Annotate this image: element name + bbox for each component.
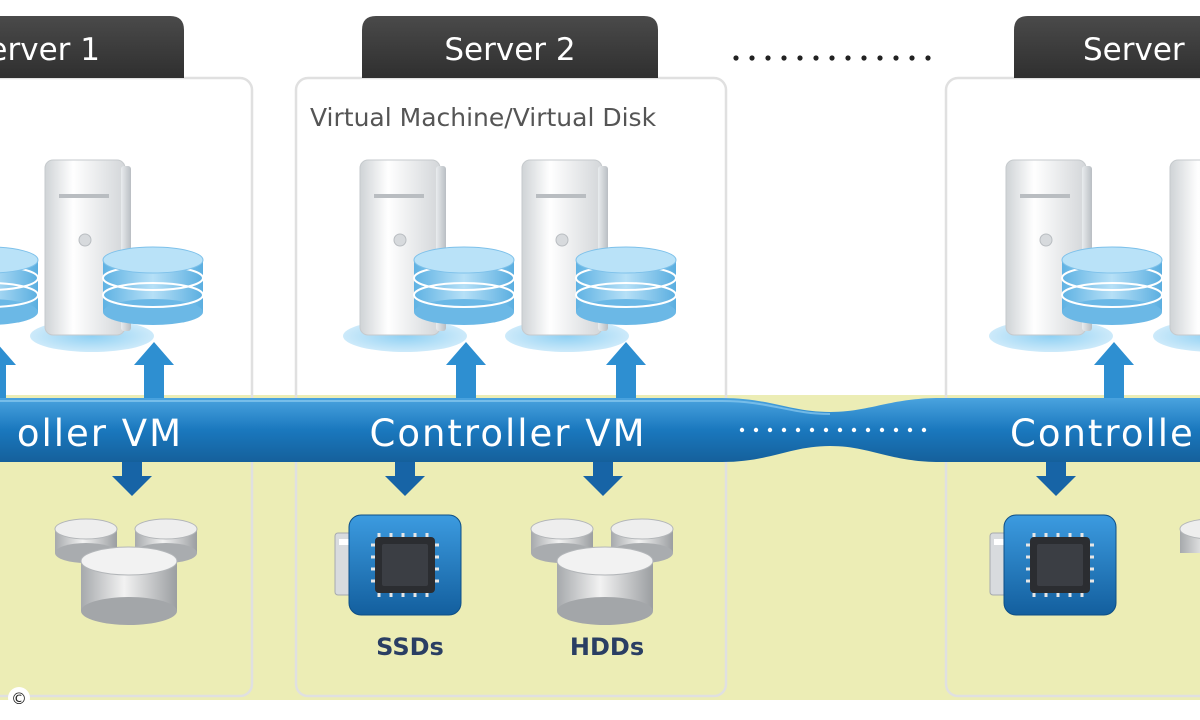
ssd-label: SSDs: [376, 633, 444, 661]
server-2-title: Server 2: [444, 32, 575, 68]
server-tower-icon: [1153, 159, 1200, 352]
controller-vm-bus: [0, 398, 1200, 462]
panel-label: Virtual Machine/Virtual Disk: [310, 103, 657, 132]
arrow-down-icon: [1036, 462, 1076, 496]
hdd-stack-icon: [54, 518, 198, 625]
arrow-up-icon: [446, 342, 486, 398]
server-1-title: Server 1: [0, 32, 100, 68]
arrow-up-icon: [1094, 342, 1134, 398]
bus-ellipsis: [739, 427, 927, 433]
server-3-title: Server: [1083, 32, 1185, 68]
hdd-label: HDDs: [570, 633, 644, 661]
controller-vm-label-1: oller VM: [17, 412, 183, 455]
ssd-chip-icon: [989, 514, 1117, 616]
controller-vm-label-2: Controller VM: [370, 412, 647, 455]
copyright-symbol: ©: [11, 689, 27, 708]
controller-vm-label-3: Controlle: [1010, 412, 1195, 455]
hdd-stack-icon: [1179, 519, 1200, 553]
hdd-stack-icon: [530, 518, 674, 625]
arrow-down-icon: [583, 462, 623, 496]
arrow-up-icon: [606, 342, 646, 398]
arrow-down-icon: [112, 462, 152, 496]
virtual-disk-icon: [575, 246, 677, 325]
copyright-badge: [8, 687, 30, 709]
server-2-tab: Server 2: [362, 16, 658, 78]
server-3-tab: Server: [1014, 16, 1200, 78]
virtual-disk-icon: [0, 246, 39, 325]
ssd-chip-icon: [334, 514, 462, 616]
arrow-up-icon: [0, 346, 16, 398]
virtual-disk-icon: [1061, 246, 1163, 325]
server-1-tab: Server 1: [0, 16, 184, 78]
virtual-disk-icon: [413, 246, 515, 325]
arrow-down-icon: [385, 462, 425, 496]
more-servers-ellipsis: [733, 55, 931, 61]
virtual-disk-icon: [102, 246, 204, 325]
arrow-up-icon: [134, 342, 174, 398]
